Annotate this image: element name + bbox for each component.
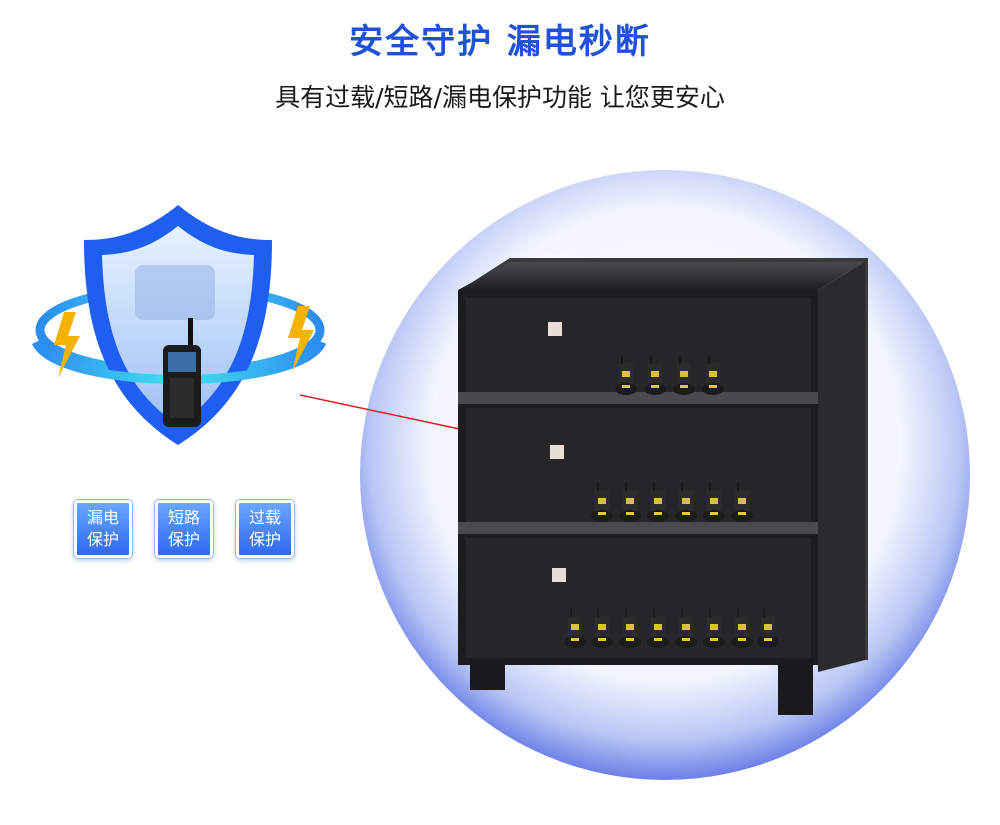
walkie-talkie-icon (163, 318, 201, 427)
shield-icon (31, 205, 327, 445)
lightning-icon (54, 306, 314, 378)
page-subtitle: 具有过载/短路/漏电保护功能 让您更安心 (275, 83, 725, 112)
badge-leakage-protection: 漏电 保护 (74, 500, 132, 558)
charging-cabinet (458, 258, 868, 715)
badge-short-circuit-protection: 短路 保护 (155, 500, 213, 558)
page-title: 安全守护 漏电秒断 (349, 22, 651, 62)
badge-overload-protection: 过载 保护 (236, 500, 294, 558)
